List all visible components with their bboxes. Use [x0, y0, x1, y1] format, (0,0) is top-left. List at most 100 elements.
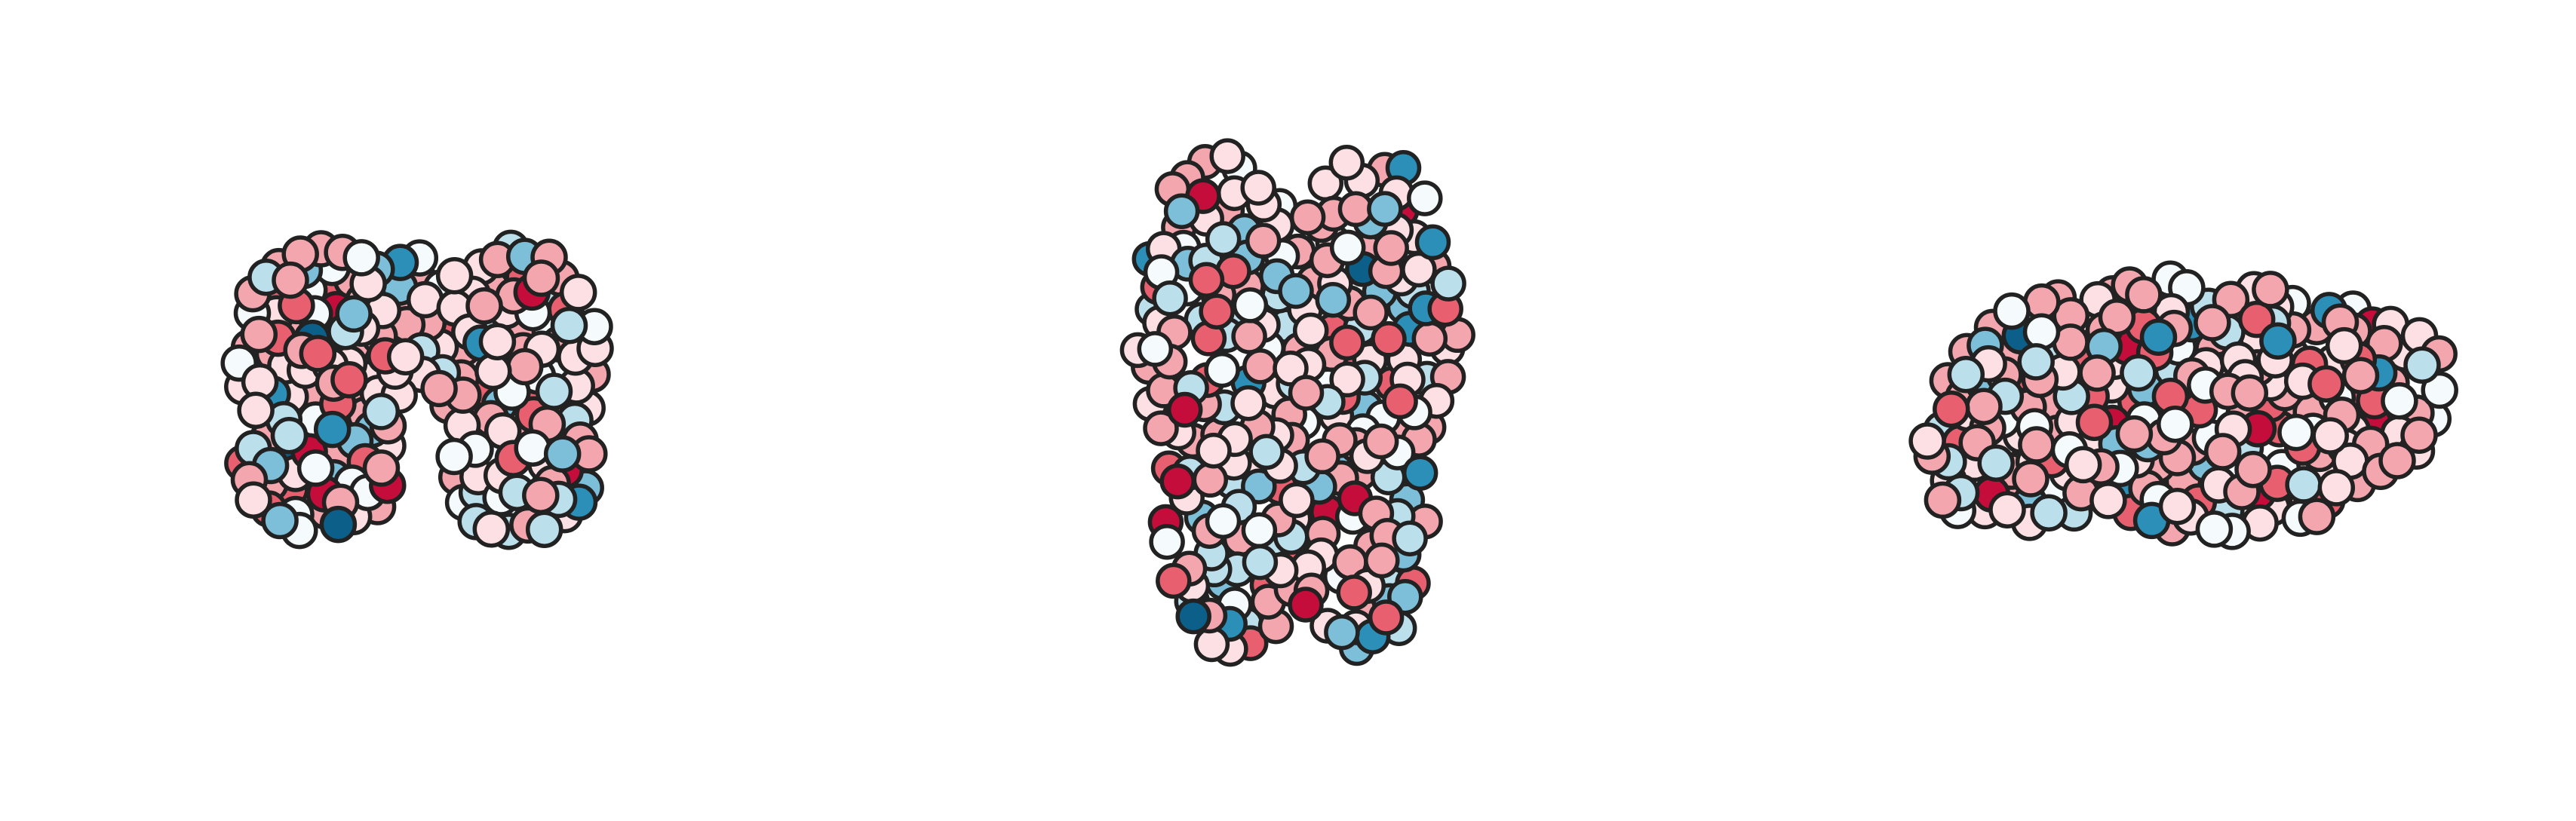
axial-node-marker: [1209, 138, 1245, 174]
axial-node-marker: [1414, 224, 1451, 261]
axial-node-marker: [1240, 170, 1276, 206]
axial-node-marker: [1382, 383, 1418, 420]
axial-node-marker: [1152, 280, 1188, 317]
axial-node-marker: [1324, 614, 1360, 651]
coronal-node-marker: [472, 510, 511, 548]
coronal-node-marker: [313, 410, 352, 449]
coronal-node-marker: [299, 335, 337, 372]
axial-node-marker: [1352, 294, 1389, 331]
sagittal-node-marker: [1993, 292, 2031, 330]
axial-node-marker: [1166, 391, 1203, 428]
axial-node-marker: [1407, 180, 1443, 216]
sagittal-node-marker: [2089, 482, 2127, 519]
sagittal-node-marker: [2139, 318, 2178, 357]
sagittal-node-marker: [2400, 416, 2438, 455]
coronal-node-marker: [465, 287, 503, 325]
coronal-node-marker: [319, 505, 358, 544]
axial-node-marker: [1328, 144, 1365, 181]
axial-node-marker: [1392, 520, 1428, 556]
axial-node-marker: [1304, 438, 1340, 475]
axial-node-marker: [1163, 193, 1200, 229]
coronal-node-marker: [261, 501, 299, 540]
coronal-view-panel: [220, 229, 614, 550]
sagittal-node-marker: [2157, 405, 2194, 443]
coronal-node-marker: [505, 348, 544, 386]
axial-node-marker: [1231, 318, 1267, 354]
coronal-node-marker: [435, 257, 474, 295]
sagittal-node-marker: [2120, 354, 2157, 392]
sagittal-node-marker: [2311, 417, 2349, 455]
sagittal-node-marker: [2022, 313, 2061, 351]
sagittal-node-marker: [2325, 326, 2363, 365]
axial-node-marker: [1188, 262, 1225, 298]
coronal-node-marker: [550, 307, 588, 345]
axial-node-marker: [1196, 432, 1232, 469]
coronal-node-marker: [514, 429, 551, 467]
sagittal-node-marker: [2064, 446, 2102, 484]
axial-node-marker: [1248, 433, 1285, 470]
axial-node-marker: [1242, 544, 1279, 581]
sagittal-node-marker: [2307, 365, 2345, 403]
axial-node-marker: [1156, 562, 1192, 599]
coronal-node-marker: [330, 360, 368, 399]
sagittal-node-marker: [2203, 433, 2242, 470]
sagittal-node-marker: [1933, 390, 1970, 428]
axial-node-marker: [1205, 503, 1242, 539]
sagittal-node-marker: [2194, 304, 2231, 342]
coronal-node-marker: [386, 338, 425, 376]
axial-node-marker: [1371, 321, 1407, 357]
axial-node-marker: [1373, 230, 1409, 266]
sagittal-node-marker: [2277, 413, 2315, 452]
sagittal-node-marker: [2403, 346, 2441, 384]
coronal-node-marker: [522, 259, 560, 297]
sagittal-node-marker: [2259, 322, 2297, 360]
sagittal-node-marker: [2125, 276, 2163, 314]
sagittal-node-marker: [1965, 388, 2003, 425]
axial-node-marker: [1402, 455, 1438, 491]
axial-node-marker: [1288, 587, 1324, 623]
coronal-node-marker: [296, 449, 335, 487]
coronal-node-marker: [342, 239, 380, 277]
coronal-node-marker: [237, 391, 275, 430]
sagittal-node-marker: [2381, 381, 2418, 420]
sagittal-node-marker: [2234, 450, 2272, 489]
sagittal-node-marker: [2378, 442, 2416, 479]
axial-node-marker: [1288, 375, 1325, 411]
coronal-node-marker: [535, 372, 573, 410]
axial-node-marker: [1362, 423, 1399, 460]
sagittal-node-marker: [1924, 481, 1962, 519]
sagittal-node-marker: [1977, 444, 2015, 482]
axial-view-panel: [1119, 138, 1475, 667]
axial-node-marker: [1245, 222, 1282, 259]
sagittal-node-marker: [2317, 469, 2356, 507]
coronal-node-marker: [478, 323, 517, 360]
coronal-node-marker: [435, 437, 473, 476]
sagittal-node-marker: [2341, 357, 2380, 394]
sagittal-node-marker: [2078, 354, 2116, 392]
sagittal-node-marker: [2017, 343, 2055, 381]
sagittal-node-marker: [2115, 415, 2154, 453]
axial-node-marker: [1230, 384, 1267, 421]
sagittal-node-marker: [2018, 426, 2056, 464]
coronal-node-marker: [559, 274, 597, 311]
axial-node-marker: [1411, 320, 1448, 357]
axial-node-marker: [1175, 598, 1211, 635]
axial-node-marker: [1241, 512, 1278, 549]
coronal-node-marker: [362, 449, 401, 487]
axial-node-marker: [1143, 410, 1179, 446]
sagittal-node-marker: [2231, 374, 2269, 412]
axial-node-marker: [1242, 348, 1279, 384]
sagittal-node-marker: [2298, 498, 2336, 535]
coronal-node-marker: [335, 295, 373, 333]
axial-node-marker: [1289, 199, 1326, 235]
axial-node-marker: [1159, 463, 1196, 500]
sagittal-node-marker: [1908, 422, 1946, 460]
axial-node-marker: [1205, 221, 1242, 257]
sagittal-node-marker: [2285, 466, 2323, 504]
axial-node-marker: [1329, 324, 1365, 361]
sagittal-node-marker: [2252, 271, 2289, 308]
coronal-node-marker: [270, 416, 309, 455]
coronal-node-marker: [543, 435, 582, 473]
axial-node-marker: [1279, 482, 1315, 519]
